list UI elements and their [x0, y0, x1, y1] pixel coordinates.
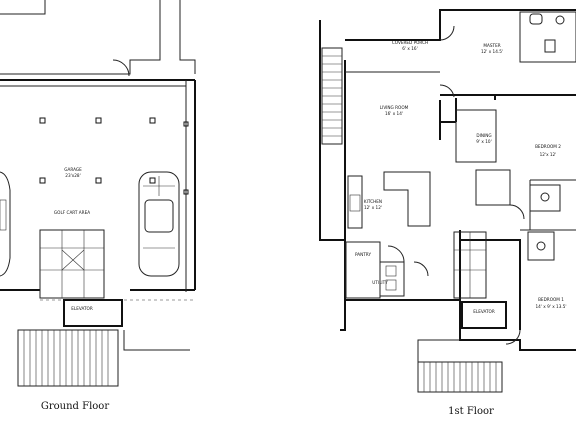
first-center-stair: [453, 231, 487, 299]
living-room-label: LIVING ROOM: [380, 105, 409, 110]
first-elevator-label: ELEVATOR: [473, 309, 495, 314]
kitchen-label: KITCHEN: [364, 199, 382, 204]
bedroom2-label: BEDROOM 2: [535, 144, 561, 149]
golf-cart-label: GOLF CART AREA: [54, 210, 90, 215]
first-floor-caption: 1st Floor: [448, 406, 494, 417]
covered-porch-dims: 6' x 16': [402, 46, 417, 51]
master-label: MASTER: [483, 43, 500, 48]
ground-elevator-label: ELEVATOR: [71, 306, 93, 311]
ground-floor-caption: Ground Floor: [41, 401, 109, 412]
living-room-dims: 16' x 14': [385, 111, 403, 116]
master-dims: 12' x 14.5': [481, 49, 503, 54]
kitchen-counters: [347, 171, 431, 229]
kitchen-dims: 12' x 12': [364, 205, 382, 210]
car-right-icon: [138, 171, 180, 277]
first-exterior-stair: [417, 361, 503, 393]
ground-floor-plan: GARAGE 23'x28' GOLF CART AREA ELEVATOR: [0, 0, 196, 387]
garage-columns: [39, 117, 189, 195]
dining-dims: 9' x 10': [476, 139, 491, 144]
ground-exterior-stair: [17, 329, 119, 387]
first-left-stair: [321, 47, 343, 145]
ground-stair: [39, 229, 105, 299]
pantry-label: PANTRY: [355, 252, 371, 257]
dining-label: DINING: [476, 133, 491, 138]
bedroom2-dims: 12'x 12': [540, 152, 557, 157]
covered-porch-label: COVERED PORCH: [392, 40, 428, 45]
garage-label: GARAGE: [64, 167, 82, 172]
car-left-icon: [0, 171, 11, 277]
garage-dims: 23'x28': [65, 173, 80, 178]
bedroom1-dims: 14' x 9' x 13.5': [535, 304, 566, 309]
first-floor-plan: COVERED PORCH 6' x 16' MASTER 12' x 14.5…: [319, 9, 576, 393]
bedroom1-label: BEDROOM 1: [538, 297, 564, 302]
